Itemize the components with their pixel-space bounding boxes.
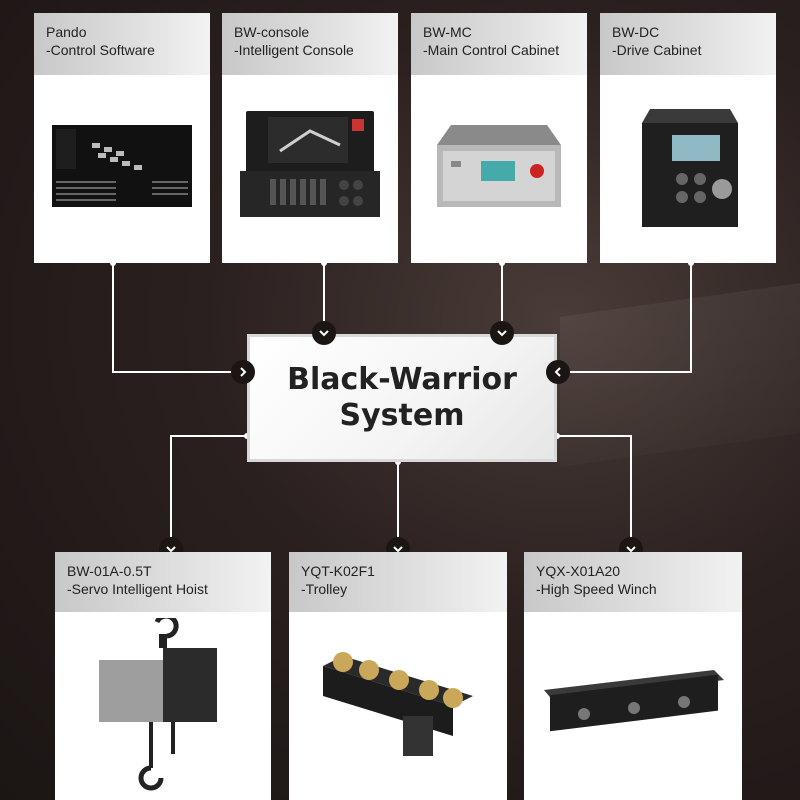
card-name: BW-DC xyxy=(612,24,660,40)
card-desc: -High Speed Winch xyxy=(536,581,657,597)
card-header: BW-DC -Drive Cabinet xyxy=(600,13,776,75)
card-header: Pando -Control Software xyxy=(34,13,210,75)
card-header: BW-console -Intelligent Console xyxy=(222,13,398,75)
link-winch xyxy=(557,435,632,550)
chevron-down-icon xyxy=(312,321,336,345)
card-desc: -Main Control Cabinet xyxy=(423,42,560,58)
chevron-right-icon xyxy=(231,360,255,384)
card-desc: -Servo Intelligent Hoist xyxy=(67,581,208,597)
winch-icon xyxy=(544,670,724,732)
link-pando xyxy=(112,263,243,373)
card-desc: -Trolley xyxy=(301,581,348,597)
card-desc: -Intelligent Console xyxy=(234,42,354,58)
card-name: BW-MC xyxy=(423,24,472,40)
card-trolley[interactable]: YQT-K02F1 -Trolley xyxy=(289,552,507,800)
card-name: Pando xyxy=(46,24,87,40)
card-name: BW-01A-0.5T xyxy=(67,563,152,579)
card-header: BW-MC -Main Control Cabinet xyxy=(411,13,587,75)
drive-cabinet-icon xyxy=(642,109,738,227)
chevron-down-icon xyxy=(490,321,514,345)
link-dc xyxy=(557,263,692,373)
card-name: YQX-X01A20 xyxy=(536,563,621,579)
card-header: YQX-X01A20 -High Speed Winch xyxy=(524,552,742,612)
card-name: BW-console xyxy=(234,24,310,40)
card-header: BW-01A-0.5T -Servo Intelligent Hoist xyxy=(55,552,271,612)
trolley-icon xyxy=(323,652,473,756)
link-hoist xyxy=(170,435,247,550)
card-winch[interactable]: YQX-X01A20 -High Speed Winch xyxy=(524,552,742,800)
control-software-screen-icon xyxy=(52,125,192,207)
card-drive-cabinet[interactable]: BW-DC -Drive Cabinet xyxy=(600,13,776,263)
chevron-left-icon xyxy=(546,360,570,384)
card-main-control[interactable]: BW-MC -Main Control Cabinet xyxy=(411,13,587,263)
system-title-box: Black-Warrior System xyxy=(247,334,557,462)
card-hoist[interactable]: BW-01A-0.5T -Servo Intelligent Hoist xyxy=(55,552,271,800)
card-console[interactable]: BW-console -Intelligent Console xyxy=(222,13,398,263)
console-icon xyxy=(240,111,380,217)
card-header: YQT-K02F1 -Trolley xyxy=(289,552,507,612)
card-name: YQT-K02F1 xyxy=(301,563,375,579)
system-title-line2: System xyxy=(339,398,465,433)
card-pando[interactable]: Pando -Control Software xyxy=(34,13,210,263)
system-title-line1: Black-Warrior xyxy=(287,362,517,397)
card-desc: -Drive Cabinet xyxy=(612,42,702,58)
control-cabinet-icon xyxy=(437,125,561,207)
hoist-icon xyxy=(99,618,217,791)
card-desc: -Control Software xyxy=(46,42,155,58)
